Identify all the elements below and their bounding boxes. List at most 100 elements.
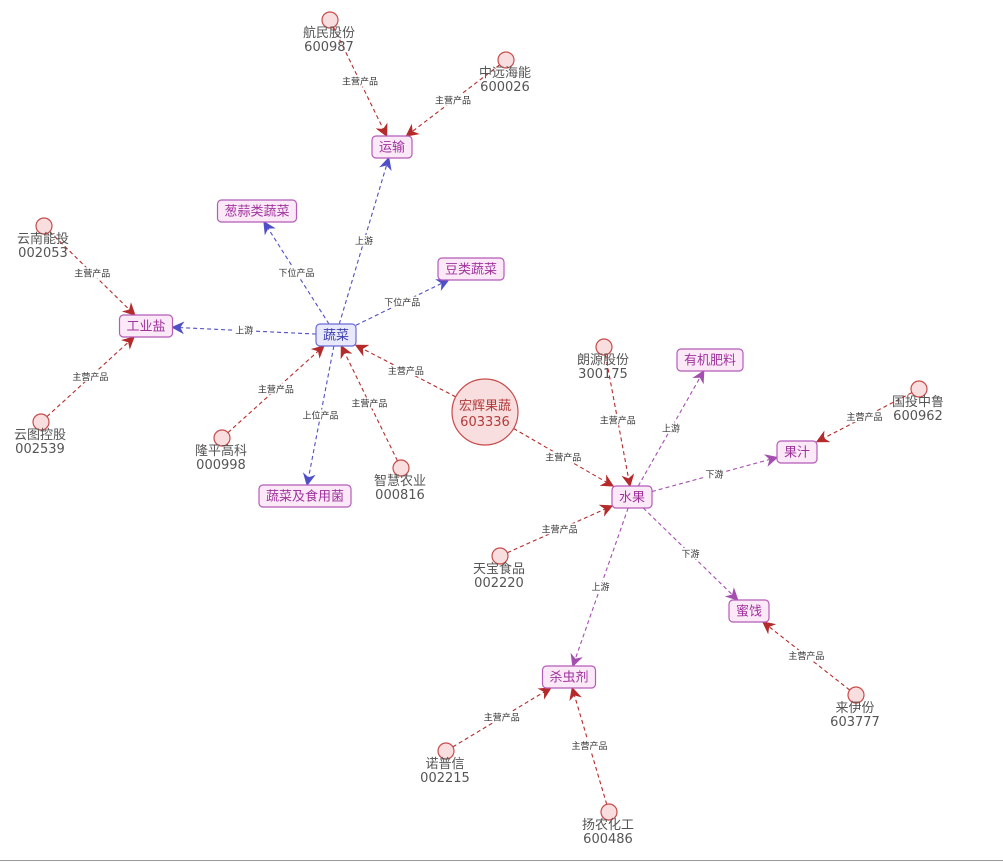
company-circle	[600, 803, 618, 821]
center-name: 宏辉果蔬	[459, 399, 511, 414]
company-circle	[491, 547, 509, 565]
company-name: 中远海能	[479, 66, 531, 81]
nodes-layer: 运输葱蒜类蔬菜豆类蔬菜工业盐蔬菜蔬菜及食用菌有机肥料果汁水果蜜饯杀虫剂航民股份6…	[14, 11, 944, 847]
company-circle	[595, 338, 613, 356]
edges-layer: 主营产品主营产品主营产品主营产品上游下位产品下位产品上游上位产品主营产品主营产品…	[46, 26, 913, 805]
edge-label-bg	[482, 711, 521, 723]
edge-longping-shucai: 主营产品	[227, 345, 325, 434]
company-code: 600026	[480, 80, 530, 95]
company-code: 002539	[15, 442, 65, 457]
company-circle	[35, 217, 53, 235]
company-code: 002215	[420, 771, 470, 786]
edge-label: 下位产品	[278, 267, 314, 279]
edge-label: 主营产品	[788, 650, 824, 662]
edge-yunnanneng-gongyeyan: 主营产品	[49, 231, 136, 316]
edge-label-bg	[383, 296, 422, 308]
edge-label: 下游	[681, 548, 699, 560]
edge-label: 上游	[235, 325, 253, 337]
edge-label: 上游	[662, 423, 680, 435]
edge-shucai-gongyeyan: 上游	[171, 321, 317, 337]
company-name: 扬农化工	[582, 818, 634, 833]
concept-node-gongyeyan[interactable]: 工业盐	[118, 314, 174, 338]
edge-yuntu-gongyeyan: 主营产品	[46, 336, 135, 418]
company-code: 002220	[474, 576, 524, 591]
edge-shucai-congsuan: 下位产品	[263, 220, 330, 325]
concept-box	[118, 314, 174, 338]
concept-node-congsuan[interactable]: 葱蒜类蔬菜	[216, 199, 298, 223]
concept-node-doulei[interactable]: 豆类蔬菜	[437, 257, 505, 281]
edge-shucai-yunshu: 上游	[338, 156, 392, 325]
company-name: 云南能投	[17, 231, 69, 247]
company-name: 航民股份	[303, 25, 355, 41]
edge-label-bg	[661, 422, 681, 434]
edge-label-bg	[386, 365, 425, 377]
concept-label: 葱蒜类蔬菜	[224, 205, 289, 220]
edge-label-bg	[544, 451, 583, 463]
center-circle	[451, 378, 519, 446]
edge-label: 主营产品	[72, 371, 108, 383]
edge-label-bg	[301, 409, 340, 421]
edge-label-bg	[341, 75, 380, 87]
company-circle	[497, 51, 515, 69]
company-circle	[847, 686, 865, 704]
company-code: 000816	[375, 488, 425, 503]
edge-label: 主营产品	[342, 76, 378, 88]
company-name: 隆平高科	[195, 443, 247, 459]
edge-label-bg	[540, 523, 579, 535]
concept-node-shucaishiyongjun[interactable]: 蔬菜及食用菌	[258, 484, 352, 508]
company-name: 国投中鲁	[892, 394, 944, 410]
edge-yangnong-shachongji: 主营产品	[569, 686, 609, 805]
company-circle	[437, 742, 455, 760]
company-circle	[213, 429, 231, 447]
concept-node-shucai[interactable]: 蔬菜	[315, 323, 357, 347]
edge-label: 主营产品	[846, 411, 882, 423]
concept-node-guozhi[interactable]: 果汁	[776, 440, 818, 464]
concept-node-mijian[interactable]: 蜜饯	[728, 599, 770, 623]
edge-line	[263, 220, 330, 325]
edge-label: 下游	[705, 469, 723, 481]
company-name: 天宝食品	[473, 561, 525, 577]
concept-label: 蜜饯	[736, 605, 762, 620]
concept-box	[315, 323, 357, 347]
edge-shucai-doulei: 下位产品	[355, 279, 450, 326]
concept-label: 蔬菜及食用菌	[266, 489, 344, 505]
company-circle	[392, 459, 410, 477]
concept-box	[776, 440, 818, 464]
edge-label-bg	[234, 324, 255, 336]
edge-label-bg	[704, 468, 725, 480]
edge-line	[761, 621, 851, 691]
company-circle	[32, 413, 50, 431]
edge-label-bg	[598, 414, 637, 426]
company-code: 000998	[196, 458, 246, 473]
concept-label: 运输	[379, 140, 405, 156]
edge-label-bg	[350, 397, 389, 409]
center-code: 603336	[460, 415, 510, 430]
edge-label-bg	[680, 548, 701, 559]
concept-node-shachongji[interactable]: 杀虫剂	[541, 665, 597, 689]
edge-label-bg	[277, 267, 316, 278]
concept-box	[541, 665, 597, 689]
concept-node-yunshu[interactable]: 运输	[371, 135, 413, 159]
edge-line	[333, 26, 388, 138]
edge-label: 主营产品	[542, 523, 578, 535]
concept-node-youjifeiliao[interactable]: 有机肥料	[676, 348, 744, 372]
concept-label: 杀虫剂	[549, 671, 588, 686]
edge-nuopuxin-shachongji: 主营产品	[452, 687, 552, 748]
edge-tianbao-shuiguo: 主营产品	[507, 504, 614, 554]
concept-node-shuiguo[interactable]: 水果	[611, 485, 653, 509]
concept-box	[676, 348, 744, 372]
company-code: 603777	[830, 715, 880, 730]
